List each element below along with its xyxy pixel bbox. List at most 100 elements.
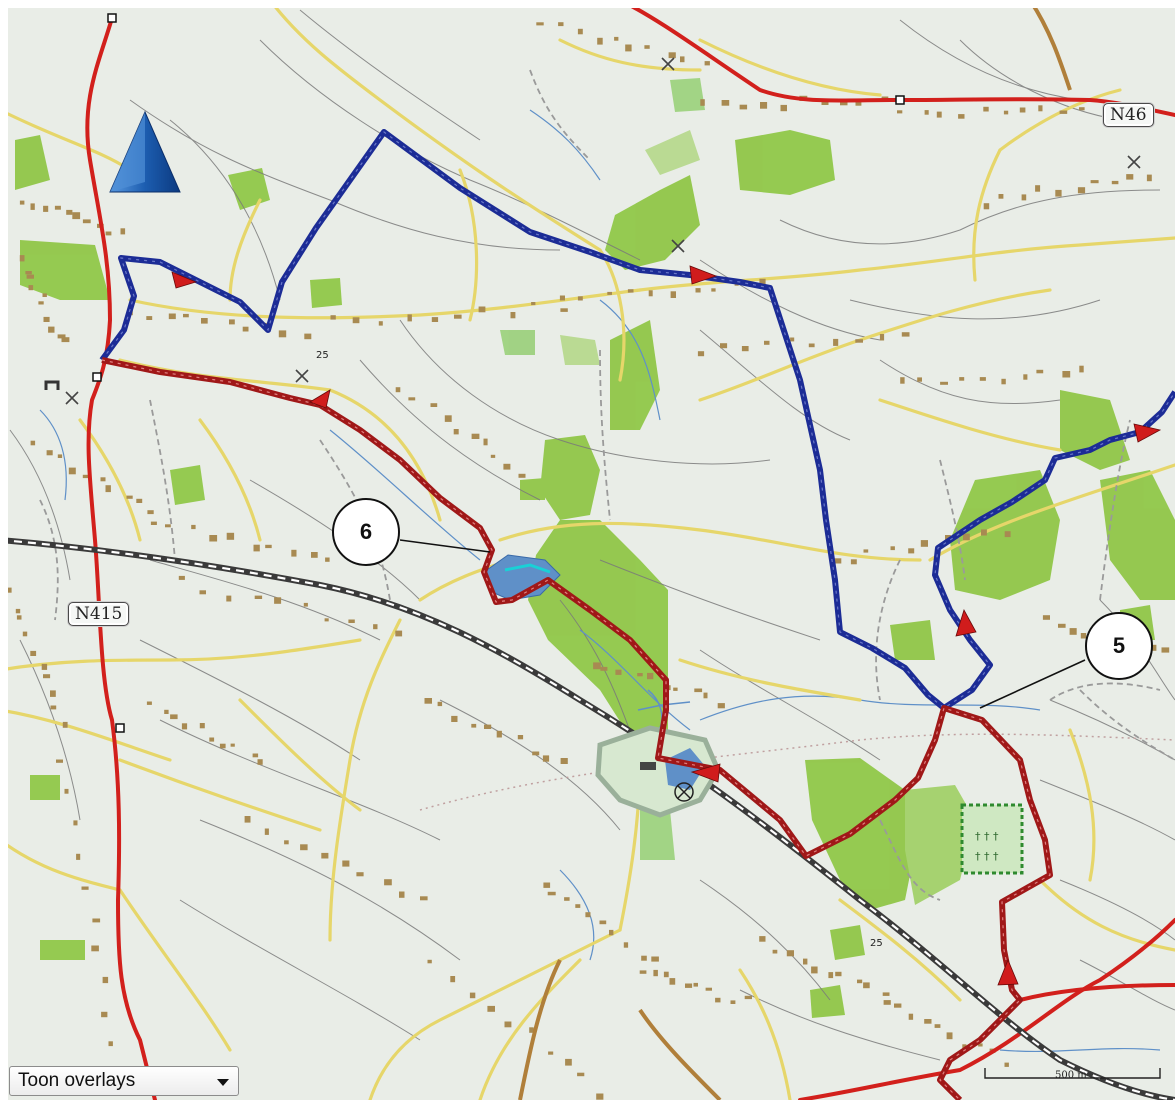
building bbox=[126, 495, 133, 499]
building bbox=[325, 557, 330, 562]
building bbox=[105, 485, 111, 493]
building bbox=[890, 546, 895, 551]
building bbox=[395, 630, 403, 637]
direction-arrow-icon bbox=[690, 763, 721, 783]
building bbox=[958, 114, 965, 119]
building bbox=[596, 1093, 604, 1100]
building bbox=[321, 852, 329, 859]
building bbox=[450, 976, 456, 983]
building bbox=[451, 715, 458, 722]
chevron-down-icon[interactable] bbox=[217, 1079, 229, 1086]
building bbox=[882, 992, 890, 996]
building bbox=[908, 1013, 914, 1020]
building bbox=[165, 524, 171, 528]
building bbox=[68, 467, 76, 475]
building bbox=[373, 624, 378, 630]
building bbox=[191, 524, 196, 530]
building bbox=[673, 687, 678, 691]
building bbox=[764, 340, 770, 345]
building bbox=[565, 1058, 572, 1066]
building bbox=[934, 1024, 941, 1028]
building bbox=[599, 920, 607, 925]
building bbox=[201, 318, 208, 324]
building bbox=[548, 1051, 554, 1055]
building bbox=[669, 978, 676, 985]
building bbox=[19, 255, 25, 262]
building bbox=[879, 334, 885, 341]
building bbox=[936, 111, 942, 118]
building bbox=[108, 1041, 113, 1047]
castle-park bbox=[595, 725, 721, 818]
building bbox=[901, 332, 910, 337]
building bbox=[100, 477, 106, 482]
building bbox=[82, 474, 89, 479]
building bbox=[50, 690, 56, 697]
building bbox=[609, 929, 614, 936]
building bbox=[407, 314, 412, 322]
building bbox=[471, 433, 480, 439]
building bbox=[786, 950, 794, 957]
building bbox=[490, 454, 496, 458]
building bbox=[1062, 371, 1071, 378]
building bbox=[803, 958, 808, 965]
building bbox=[209, 737, 215, 742]
building bbox=[54, 205, 61, 210]
building bbox=[759, 936, 766, 942]
building bbox=[253, 544, 260, 552]
overlay-dropdown[interactable]: Toon overlays bbox=[9, 1066, 239, 1096]
pond bbox=[483, 554, 691, 729]
building bbox=[1004, 1062, 1009, 1067]
building bbox=[120, 228, 126, 235]
building bbox=[959, 377, 965, 381]
overlay-dropdown-value: Toon overlays bbox=[18, 1070, 136, 1091]
building bbox=[62, 721, 68, 728]
building bbox=[42, 293, 47, 297]
building bbox=[304, 333, 312, 340]
building bbox=[1058, 623, 1066, 628]
building bbox=[597, 37, 603, 45]
building bbox=[558, 22, 564, 27]
building bbox=[92, 918, 101, 923]
building bbox=[721, 100, 730, 106]
building bbox=[529, 1027, 534, 1033]
building bbox=[1161, 647, 1170, 653]
building bbox=[101, 1011, 108, 1018]
building bbox=[147, 510, 154, 515]
building bbox=[625, 44, 632, 52]
building bbox=[487, 1005, 495, 1012]
building bbox=[471, 723, 477, 728]
building bbox=[759, 278, 766, 286]
building bbox=[105, 231, 112, 236]
building bbox=[136, 498, 143, 503]
building bbox=[348, 619, 355, 623]
highway-shield: 25 25 bbox=[316, 350, 883, 949]
building bbox=[653, 969, 658, 977]
building bbox=[828, 972, 834, 979]
building bbox=[850, 559, 857, 565]
building bbox=[695, 288, 701, 293]
building bbox=[424, 698, 432, 704]
building bbox=[431, 317, 439, 322]
building bbox=[102, 976, 109, 984]
building bbox=[772, 949, 778, 954]
building bbox=[908, 548, 915, 554]
building bbox=[668, 52, 676, 59]
building bbox=[1149, 644, 1157, 651]
building bbox=[917, 377, 922, 382]
building bbox=[72, 212, 81, 220]
building bbox=[64, 788, 69, 794]
windmill-icon bbox=[295, 369, 309, 383]
building bbox=[697, 351, 705, 357]
building bbox=[30, 203, 35, 210]
building bbox=[863, 549, 869, 553]
building bbox=[430, 403, 438, 407]
building bbox=[577, 296, 583, 301]
building bbox=[61, 337, 70, 343]
building bbox=[1111, 180, 1119, 185]
building bbox=[150, 521, 157, 525]
building bbox=[300, 844, 308, 851]
building bbox=[978, 1043, 983, 1047]
building bbox=[384, 879, 392, 886]
